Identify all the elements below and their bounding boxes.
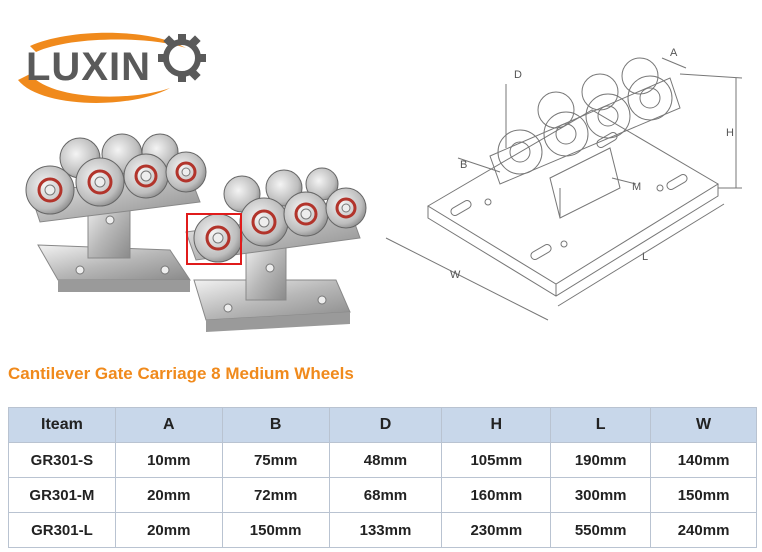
cell-h: 160mm — [441, 477, 552, 513]
cell-b: 150mm — [221, 512, 330, 548]
table-row: GR301-L 20mm 150mm 133mm 230mm 550mm 240… — [8, 512, 757, 548]
luxin-logo: LUXIN — [18, 32, 206, 103]
cell-d: 48mm — [328, 442, 443, 478]
technical-drawing: A D H B M L W — [385, 47, 743, 321]
table-row: GR301-S 10mm 75mm 48mm 105mm 190mm 140mm — [8, 442, 757, 478]
dim-label-d: D — [514, 69, 522, 81]
dim-label-a: A — [670, 47, 678, 59]
cell-l: 190mm — [550, 442, 652, 478]
header-w: W — [650, 407, 757, 443]
cell-w: 140mm — [650, 442, 757, 478]
cell-item: GR301-S — [8, 442, 116, 478]
header-h: H — [441, 407, 552, 443]
cell-b: 72mm — [221, 477, 330, 513]
wheel-highlight-box — [186, 213, 242, 265]
table-header-row: Iteam A B D H L W — [8, 407, 757, 443]
cell-d: 68mm — [328, 477, 443, 513]
header-b: B — [221, 407, 330, 443]
carriage-right — [185, 167, 367, 332]
dim-label-b: B — [460, 159, 467, 171]
dim-label-w: W — [450, 269, 461, 281]
dim-label-l: L — [642, 251, 648, 263]
product-photo — [25, 133, 367, 332]
header-l: L — [550, 407, 652, 443]
cell-l: 550mm — [550, 512, 652, 548]
dim-label-m: M — [632, 181, 641, 193]
carriage-left — [25, 133, 207, 292]
cell-a: 20mm — [114, 512, 223, 548]
cell-a: 20mm — [114, 477, 223, 513]
dim-label-h: H — [726, 127, 734, 139]
table-row: GR301-M 20mm 72mm 68mm 160mm 300mm 150mm — [8, 477, 757, 513]
cell-d: 133mm — [328, 512, 443, 548]
cell-w: 240mm — [650, 512, 757, 548]
header-item: Iteam — [8, 407, 116, 443]
cell-w: 150mm — [650, 477, 757, 513]
spec-table: Iteam A B D H L W GR301-S 10mm 75mm 48mm… — [8, 407, 757, 548]
header-d: D — [328, 407, 443, 443]
cell-item: GR301-M — [8, 477, 116, 513]
cell-b: 75mm — [221, 442, 330, 478]
cell-l: 300mm — [550, 477, 652, 513]
gear-icon — [158, 34, 206, 82]
header-a: A — [114, 407, 223, 443]
logo-text: LUXIN — [26, 45, 151, 89]
cell-a: 10mm — [114, 442, 223, 478]
cell-h: 230mm — [441, 512, 552, 548]
logo-swoosh — [18, 74, 170, 103]
cell-item: GR301-L — [8, 512, 116, 548]
product-title: Cantilever Gate Carriage 8 Medium Wheels — [8, 364, 354, 383]
cell-h: 105mm — [441, 442, 552, 478]
